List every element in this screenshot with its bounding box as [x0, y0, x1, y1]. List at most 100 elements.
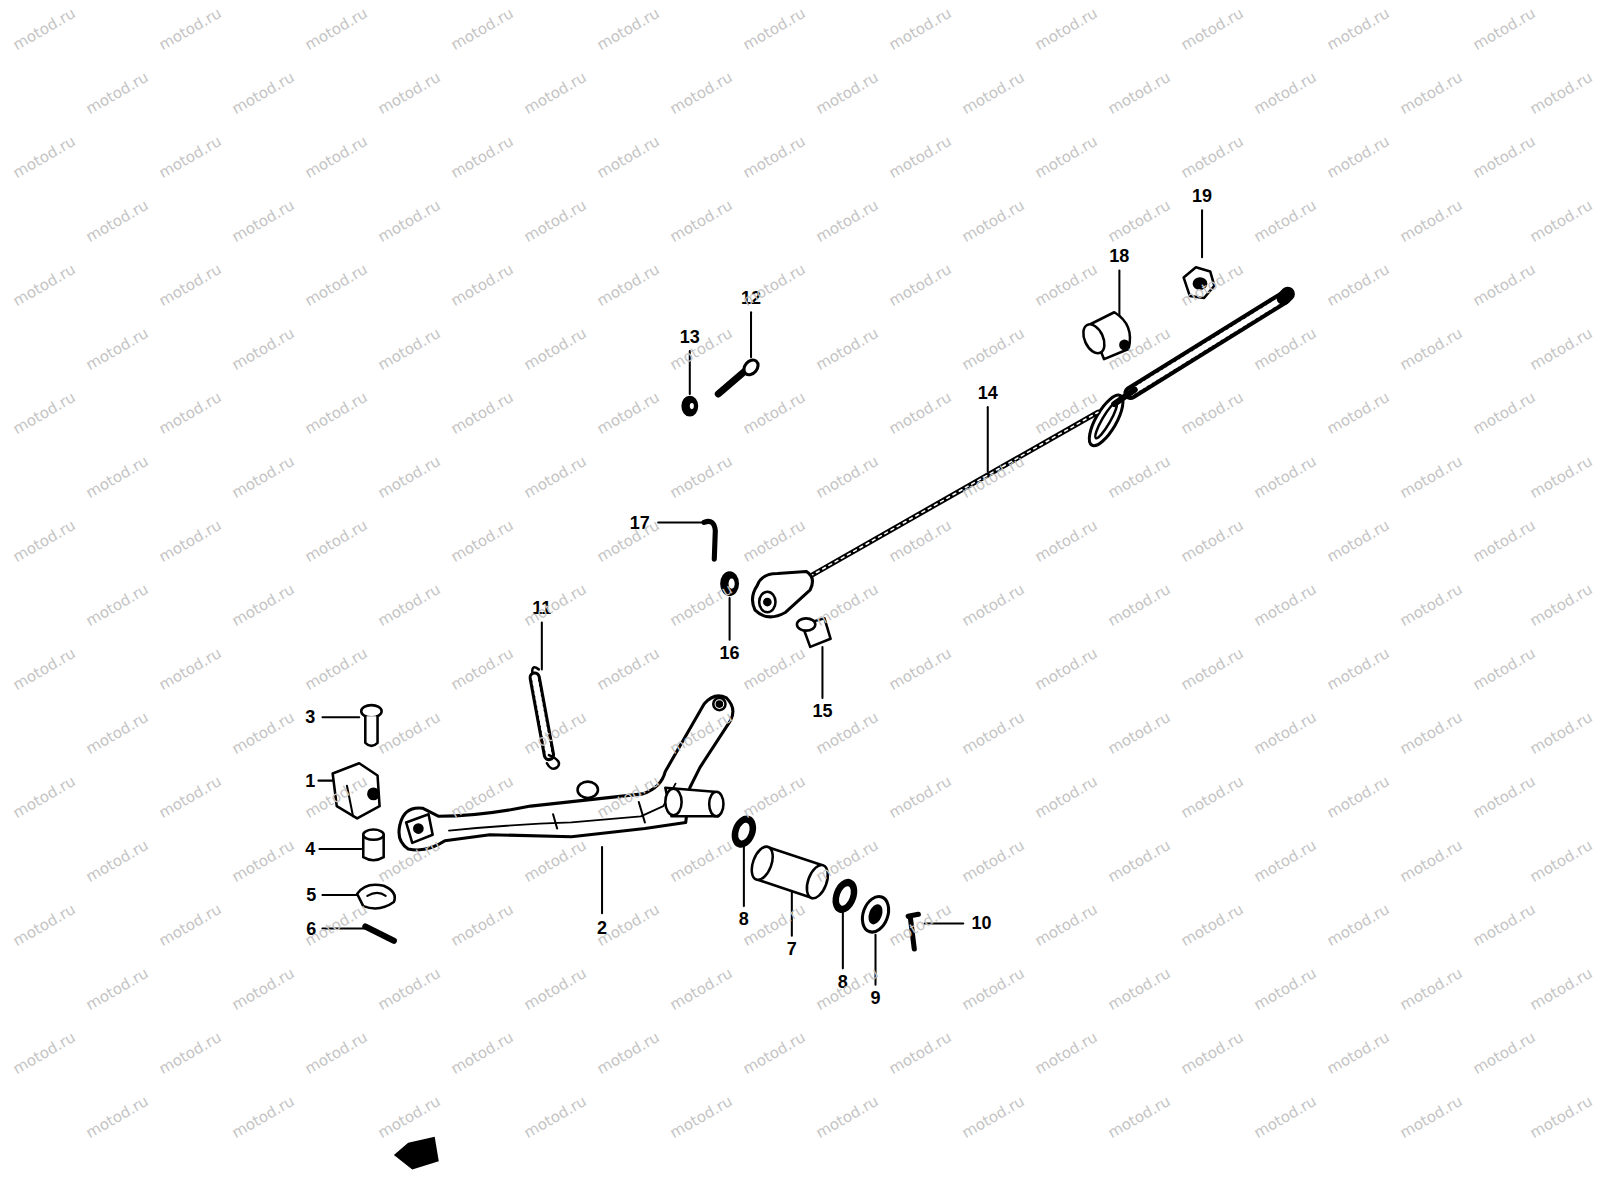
watermark: motod.ru [84, 198, 151, 245]
bolt [718, 357, 761, 394]
watermark: motod.ru [1398, 1094, 1465, 1141]
watermark: motod.ru [1033, 902, 1100, 949]
watermark: motod.ru [11, 774, 78, 821]
watermark: motod.ru [1252, 838, 1319, 885]
watermark: motod.ru [1398, 966, 1465, 1013]
watermark: motod.ru [668, 838, 735, 885]
cotter-pin [704, 521, 715, 559]
watermark: motod.ru [11, 518, 78, 565]
watermark: motod.ru [303, 6, 370, 53]
watermark: motod.ru [595, 134, 662, 181]
watermark: motod.ru [741, 774, 808, 821]
callout-number: 7 [787, 940, 797, 958]
watermark: motod.ru [960, 838, 1027, 885]
watermark: motod.ru [449, 134, 516, 181]
watermark: motod.ru [814, 454, 881, 501]
watermark: motod.ru [1325, 6, 1392, 53]
watermark: motod.ru [376, 454, 443, 501]
watermark: motod.ru [84, 326, 151, 373]
callout-number: 8 [838, 973, 848, 991]
watermark: motod.ru [157, 1030, 224, 1077]
washer [729, 814, 759, 850]
watermark: motod.ru [1325, 902, 1392, 949]
watermark: motod.ru [84, 70, 151, 117]
watermark: motod.ru [1398, 198, 1465, 245]
watermark: motod.ru [668, 582, 735, 629]
watermark: motod.ru [1252, 966, 1319, 1013]
watermark: motod.ru [668, 966, 735, 1013]
watermark: motod.ru [11, 902, 78, 949]
watermark: motod.ru [522, 710, 589, 757]
watermark: motod.ru [668, 326, 735, 373]
watermark: motod.ru [376, 326, 443, 373]
watermark: motod.ru [1106, 70, 1173, 117]
watermark: motod.ru [303, 262, 370, 309]
watermark: motod.ru [960, 326, 1027, 373]
watermark: motod.ru [1471, 518, 1538, 565]
washer [830, 877, 860, 915]
watermark: motod.ru [814, 838, 881, 885]
watermark: motod.ru [230, 710, 297, 757]
watermark: motod.ru [668, 198, 735, 245]
callout-number: 19 [1192, 187, 1212, 205]
watermark: motod.ru [1106, 582, 1173, 629]
watermark: motod.ru [1033, 774, 1100, 821]
watermark: motod.ru [157, 134, 224, 181]
watermark: motod.ru [887, 518, 954, 565]
bushing [363, 830, 383, 861]
clevis-pin [797, 618, 831, 647]
watermark: motod.ru [1179, 390, 1246, 437]
watermark: motod.ru [1528, 710, 1595, 757]
watermark: motod.ru [1471, 1030, 1538, 1077]
watermark: motod.ru [1033, 262, 1100, 309]
watermark: motod.ru [303, 646, 370, 693]
watermark: motod.ru [11, 6, 78, 53]
adjuster-bolt [361, 705, 381, 746]
watermark: motod.ru [84, 1094, 151, 1141]
callout-number: 1 [305, 772, 315, 790]
watermark: motod.ru [1179, 262, 1246, 309]
watermark: motod.ru [230, 1094, 297, 1141]
watermark: motod.ru [230, 198, 297, 245]
watermark: motod.ru [887, 6, 954, 53]
watermark: motod.ru [595, 6, 662, 53]
adjuster-block [333, 763, 380, 818]
watermark: motod.ru [303, 518, 370, 565]
watermark: motod.ru [1528, 454, 1595, 501]
pivot-sleeve [748, 844, 832, 901]
flat-washer [858, 893, 894, 936]
watermark: motod.ru [522, 838, 589, 885]
watermark: motod.ru [230, 582, 297, 629]
watermark: motod.ru [303, 134, 370, 181]
watermark: motod.ru [595, 262, 662, 309]
watermark: motod.ru [449, 646, 516, 693]
watermark: motod.ru [230, 326, 297, 373]
watermark: motod.ru [1325, 1030, 1392, 1077]
watermark: motod.ru [1325, 390, 1392, 437]
callout-number: 3 [305, 708, 315, 726]
watermark: motod.ru [1252, 326, 1319, 373]
watermark: motod.ru [1528, 1094, 1595, 1141]
watermark: motod.ru [449, 774, 516, 821]
callout-number: 16 [720, 644, 740, 662]
watermark: motod.ru [1252, 198, 1319, 245]
watermark: motod.ru [1033, 390, 1100, 437]
callout-number: 18 [1109, 247, 1129, 265]
watermark: motod.ru [157, 6, 224, 53]
watermark: motod.ru [1471, 774, 1538, 821]
watermark: motod.ru [11, 646, 78, 693]
watermark: motod.ru [376, 198, 443, 245]
watermark: motod.ru [376, 70, 443, 117]
watermark: motod.ru [1398, 454, 1465, 501]
watermark: motod.ru [230, 70, 297, 117]
watermark: motod.ru [1528, 966, 1595, 1013]
watermark: motod.ru [1471, 390, 1538, 437]
watermark: motod.ru [887, 134, 954, 181]
watermark: motod.ru [376, 966, 443, 1013]
watermark: motod.ru [1106, 454, 1173, 501]
watermark: motod.ru [960, 710, 1027, 757]
watermark: motod.ru [1325, 134, 1392, 181]
watermark: motod.ru [157, 774, 224, 821]
watermark: motod.ru [960, 198, 1027, 245]
watermark: motod.ru [522, 70, 589, 117]
